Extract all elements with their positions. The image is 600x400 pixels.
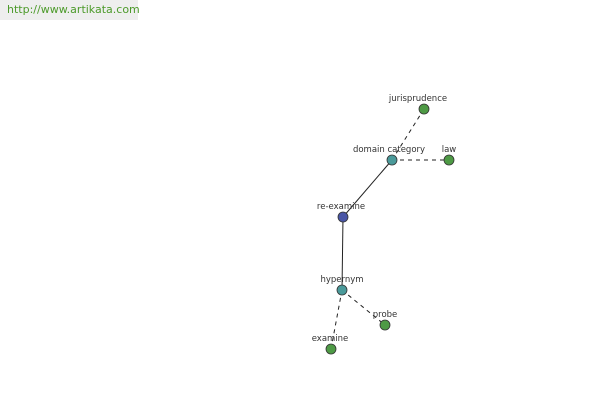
node-re-examine[interactable] — [337, 211, 349, 223]
node-label-probe: probe — [373, 310, 398, 320]
node-label-hypernym: hypernym — [320, 275, 363, 285]
edge-re-examine-to-hypernym — [341, 216, 344, 291]
node-label-jurisprudence: jurisprudence — [388, 94, 447, 104]
node-label-re-examine: re-examine — [317, 202, 365, 212]
node-label-domain-category: domain category — [353, 145, 425, 155]
node-law[interactable] — [443, 154, 455, 166]
node-examine[interactable] — [325, 343, 337, 355]
node-label-law: law — [442, 145, 457, 155]
edge-hypernym-to-examine — [330, 289, 343, 350]
edge-domain-category-to-jurisprudence — [391, 108, 425, 161]
nodes-layer — [325, 103, 455, 355]
edge-hypernym-to-probe — [341, 289, 386, 326]
node-hypernym[interactable] — [336, 284, 348, 296]
edge-re-examine-to-domain-category — [342, 159, 393, 218]
source-url-link[interactable]: http://www.artikata.com — [0, 0, 140, 20]
node-jurisprudence[interactable] — [418, 103, 430, 115]
edges-layer — [330, 108, 449, 350]
labels-layer: re-examine domain category jurisprudence la… — [312, 94, 457, 344]
node-label-examine: examine — [312, 334, 349, 344]
node-probe[interactable] — [379, 319, 391, 331]
node-domain-category[interactable] — [386, 154, 398, 166]
